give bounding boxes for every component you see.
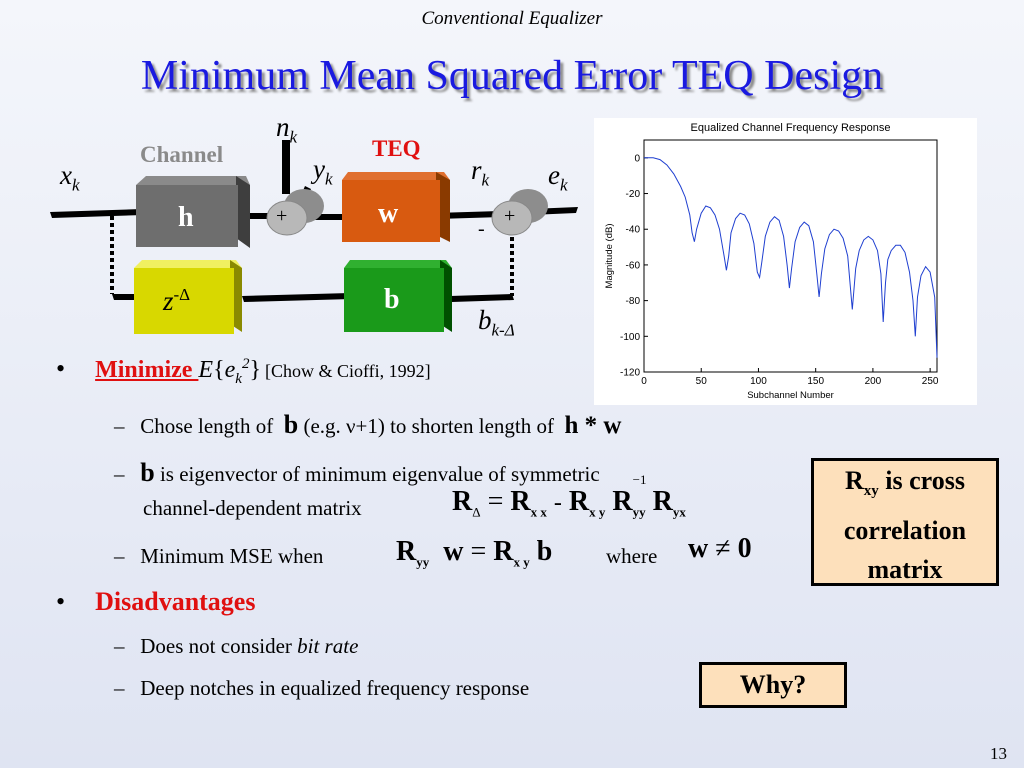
e-label: ek (548, 160, 568, 195)
x-tick-label: 50 (696, 376, 708, 387)
where-text: where (606, 544, 658, 568)
citation: [Chow & Cioffi, 1992] (264, 361, 431, 381)
h-label: h (178, 202, 194, 233)
channel-label: Channel (140, 142, 224, 167)
adder-1-plus: + (276, 205, 288, 227)
y-tick-label: -100 (620, 332, 640, 343)
y-label: yk (313, 154, 333, 189)
x-tick-label: 0 (641, 376, 647, 387)
b-label: b (384, 284, 400, 315)
chart-ylabel: Magnitude (dB) (604, 224, 615, 289)
series-line (644, 157, 938, 358)
block-diagram (50, 140, 578, 334)
equation-mmse: Ryy w = Rx y b (396, 536, 553, 570)
sub-bullet-3: – Minimum MSE when (114, 544, 324, 568)
x-tick-label: 250 (922, 376, 939, 387)
adder-2 (491, 189, 548, 236)
equation-w-nonzero: w ≠ 0 (688, 533, 752, 564)
delay-label: z-Δ (163, 285, 191, 316)
w-label: w (378, 198, 399, 229)
b-block (344, 260, 452, 332)
minimize-text: Minimize (95, 357, 199, 383)
chart-title: Equalized Channel Frequency Response (691, 122, 891, 134)
sub-bullet-1: – Chose length of b (e.g. ν+1) to shorte… (114, 410, 622, 439)
bk-label: bk-Δ (478, 305, 515, 340)
sub-bullet-2-line2: channel-dependent matrix (143, 496, 362, 520)
delay-block (134, 260, 242, 334)
bullet-minimize: • Minimize E{ek2} [Chow & Cioffi, 1992] (56, 354, 431, 387)
y-tick-label: -60 (626, 260, 641, 271)
sub-bullet-5: – Deep notches in equalized frequency re… (114, 676, 530, 700)
teq-label: TEQ (372, 136, 421, 161)
adder-2-minus: - (478, 218, 485, 240)
h-block (136, 176, 250, 248)
y-tick-label: -120 (620, 368, 640, 379)
why-callout: Why? (699, 662, 847, 708)
y-tick-label: -80 (626, 296, 641, 307)
x-tick-label: 200 (865, 376, 882, 387)
r-label: rk (471, 155, 490, 190)
adder-1 (266, 189, 324, 236)
page-number: 13 (990, 744, 1007, 763)
adder-2-plus: + (504, 205, 516, 227)
rxy-callout: Rxy is cross correlation matrix (811, 458, 999, 586)
slide-title: Minimum Mean Squared Error TEQ Design (140, 53, 884, 99)
y-tick-label: -40 (626, 225, 641, 236)
w-block (342, 172, 450, 242)
bullet-marker: • (56, 354, 66, 383)
x-label: xk (60, 160, 80, 195)
bullet-disadvantages: • Disadvantages (56, 587, 256, 616)
sub-bullet-4: – Does not consider bit rate (114, 634, 359, 658)
x-tick-label: 150 (807, 376, 824, 387)
sub-bullet-2: – b is eigenvector of minimum eigenvalue… (114, 458, 600, 487)
y-tick-label: -20 (626, 189, 641, 200)
slide-header: Conventional Equalizer (421, 8, 603, 29)
y-tick-label: 0 (634, 153, 640, 164)
chart-xlabel: Subchannel Number (747, 390, 834, 401)
chart-plot-area (643, 139, 938, 373)
x-tick-label: 100 (750, 376, 767, 387)
n-label: nk (276, 112, 298, 147)
